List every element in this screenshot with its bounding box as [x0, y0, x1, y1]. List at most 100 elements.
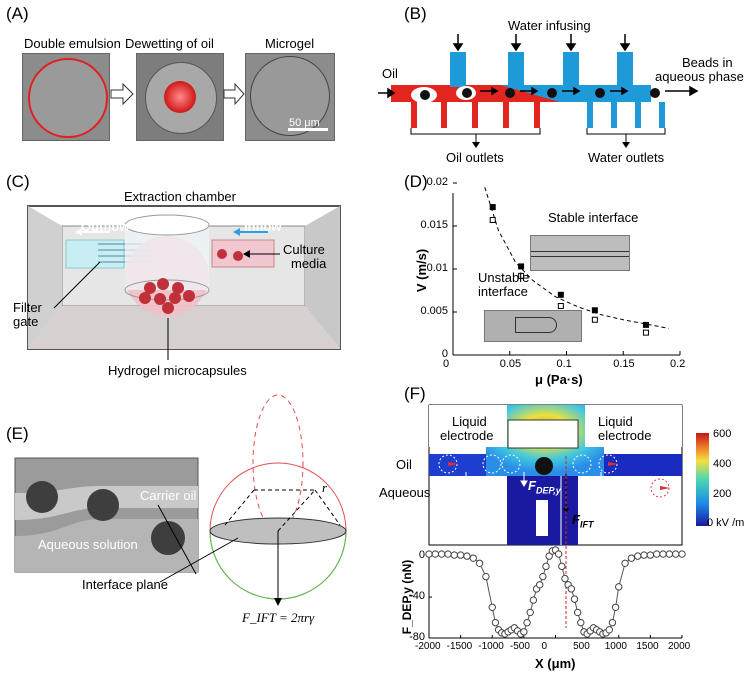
micrograph-dewetting: [136, 53, 224, 141]
f-data-point: [602, 629, 610, 637]
filter-label-1: Filter: [13, 300, 42, 315]
ift-formula: F_IFT = 2πrγ: [242, 610, 315, 625]
d-ylabel: V (m/s): [414, 248, 430, 293]
f-data-point: [551, 546, 560, 554]
panel-label-f: (F): [404, 384, 426, 403]
f-data-point: [627, 554, 636, 562]
arrow-a-1: [110, 82, 134, 106]
f-data-point: [678, 550, 686, 558]
arrow-a-2: [223, 82, 245, 106]
f-data-point: [577, 618, 585, 627]
f-data-point: [608, 618, 617, 627]
liquid-electrode-2-label-1: Liquid: [598, 414, 633, 429]
f-data-point: [494, 626, 503, 634]
carrier-oil-label: Carrier oil: [140, 488, 197, 503]
unstable-interface-inset: [484, 310, 582, 342]
d-data-point: [642, 329, 649, 336]
d-ytick-label: 0.015: [420, 219, 448, 231]
unstable-label-1: Unstable: [478, 270, 530, 285]
f-data-point: [665, 550, 674, 558]
outflow-label: Outflow: [81, 219, 130, 234]
water-outlets-label: Water outlets: [588, 150, 665, 165]
beads-label-1: Beads in: [682, 55, 733, 70]
f-data-point: [653, 550, 661, 558]
f-data-point: [646, 551, 655, 559]
f-data-point: [431, 550, 440, 558]
d-xlabel: μ (Pa·s): [535, 372, 583, 387]
f-data-point: [510, 624, 519, 632]
panel-label-c: (C): [6, 172, 30, 191]
f-data-point: [517, 630, 525, 638]
f-data-point: [513, 627, 522, 635]
f-data-point: [488, 603, 496, 611]
d-ytick-label: 0.01: [426, 262, 448, 274]
d-data-point: [642, 321, 649, 328]
culture-label-2: media: [291, 256, 327, 271]
d-ytick-label: 0.02: [426, 176, 448, 188]
f-xtick-label: 1500: [636, 641, 659, 652]
d-ytick-label: 0.005: [420, 305, 448, 317]
f-data-point: [589, 624, 598, 632]
f-data-point: [554, 550, 563, 558]
f-data-point: [573, 608, 582, 617]
capsules-label: Hydrogel microcapsules: [108, 363, 247, 378]
culture-label-1: Culture: [283, 242, 325, 257]
f-xtick-label: 0: [541, 641, 548, 652]
f-xtick-label: -2000: [415, 641, 441, 652]
d-data-point: [557, 291, 564, 298]
f-data-point: [599, 630, 607, 638]
panel-label-d: (D): [404, 172, 428, 191]
panel-label-b: (B): [404, 4, 427, 23]
f-data-point: [542, 562, 550, 571]
f-xtick-label: 2000: [668, 641, 691, 652]
f-xtick-label: -1500: [446, 641, 473, 652]
f-data-point: [640, 551, 648, 559]
f-data-point: [580, 628, 588, 636]
f-data-point: [596, 628, 604, 636]
f-data-point: [491, 618, 500, 627]
d-data-point: [518, 263, 525, 270]
colorbar-tick-0: 0 kV /m: [707, 517, 745, 529]
f-data-point: [425, 550, 433, 558]
colorbar-tick-200: 200: [713, 488, 732, 500]
colorbar-tick-600: 600: [713, 428, 732, 440]
d-data-point: [557, 302, 564, 309]
f-data-point: [498, 629, 506, 637]
f-data-point: [671, 550, 680, 558]
f-xtick-label: 500: [573, 641, 590, 652]
panel-label-a: (A): [6, 4, 29, 23]
f-series-line: [429, 549, 682, 635]
f-ytick-label: -80: [409, 631, 425, 643]
stable-interface-inset: [530, 235, 630, 271]
d-xtick-label: 0.05: [499, 358, 522, 370]
f-data-point: [570, 595, 579, 603]
oil-inlet-label: Oil: [382, 66, 398, 81]
interface-plane-label: Interface plane: [82, 577, 169, 592]
d-data-point: [489, 216, 496, 223]
f-data-point: [456, 551, 465, 559]
caption-microgel: Microgel: [265, 36, 315, 51]
f-data-point: [523, 618, 531, 627]
micrograph-microgel: [245, 53, 335, 141]
f-data-point: [526, 608, 534, 617]
d-xtick-label: 0.1: [556, 358, 572, 370]
f-data-point: [548, 547, 557, 555]
colorbar-tick-400: 400: [713, 458, 732, 470]
f-data-point: [586, 627, 594, 635]
f-data-point: [561, 574, 569, 583]
stable-interface-label: Stable interface: [548, 210, 639, 225]
f-xlabel: X (μm): [535, 656, 576, 671]
f-data-point: [469, 554, 477, 562]
panel-label-e: (E): [6, 424, 29, 443]
f-data-point: [482, 572, 490, 581]
f-data-point: [463, 552, 471, 560]
f-ytick-label: -40: [409, 590, 425, 603]
f-data-point: [621, 559, 629, 567]
f-data-point: [504, 628, 512, 636]
f-data-point: [615, 583, 623, 591]
f-data-point: [532, 585, 541, 593]
f-xtick-label: -500: [509, 641, 530, 652]
unstable-label-2: interface: [478, 284, 528, 299]
f-data-point: [611, 603, 620, 611]
aqueous-solution-label: Aqueous solution: [38, 537, 138, 552]
